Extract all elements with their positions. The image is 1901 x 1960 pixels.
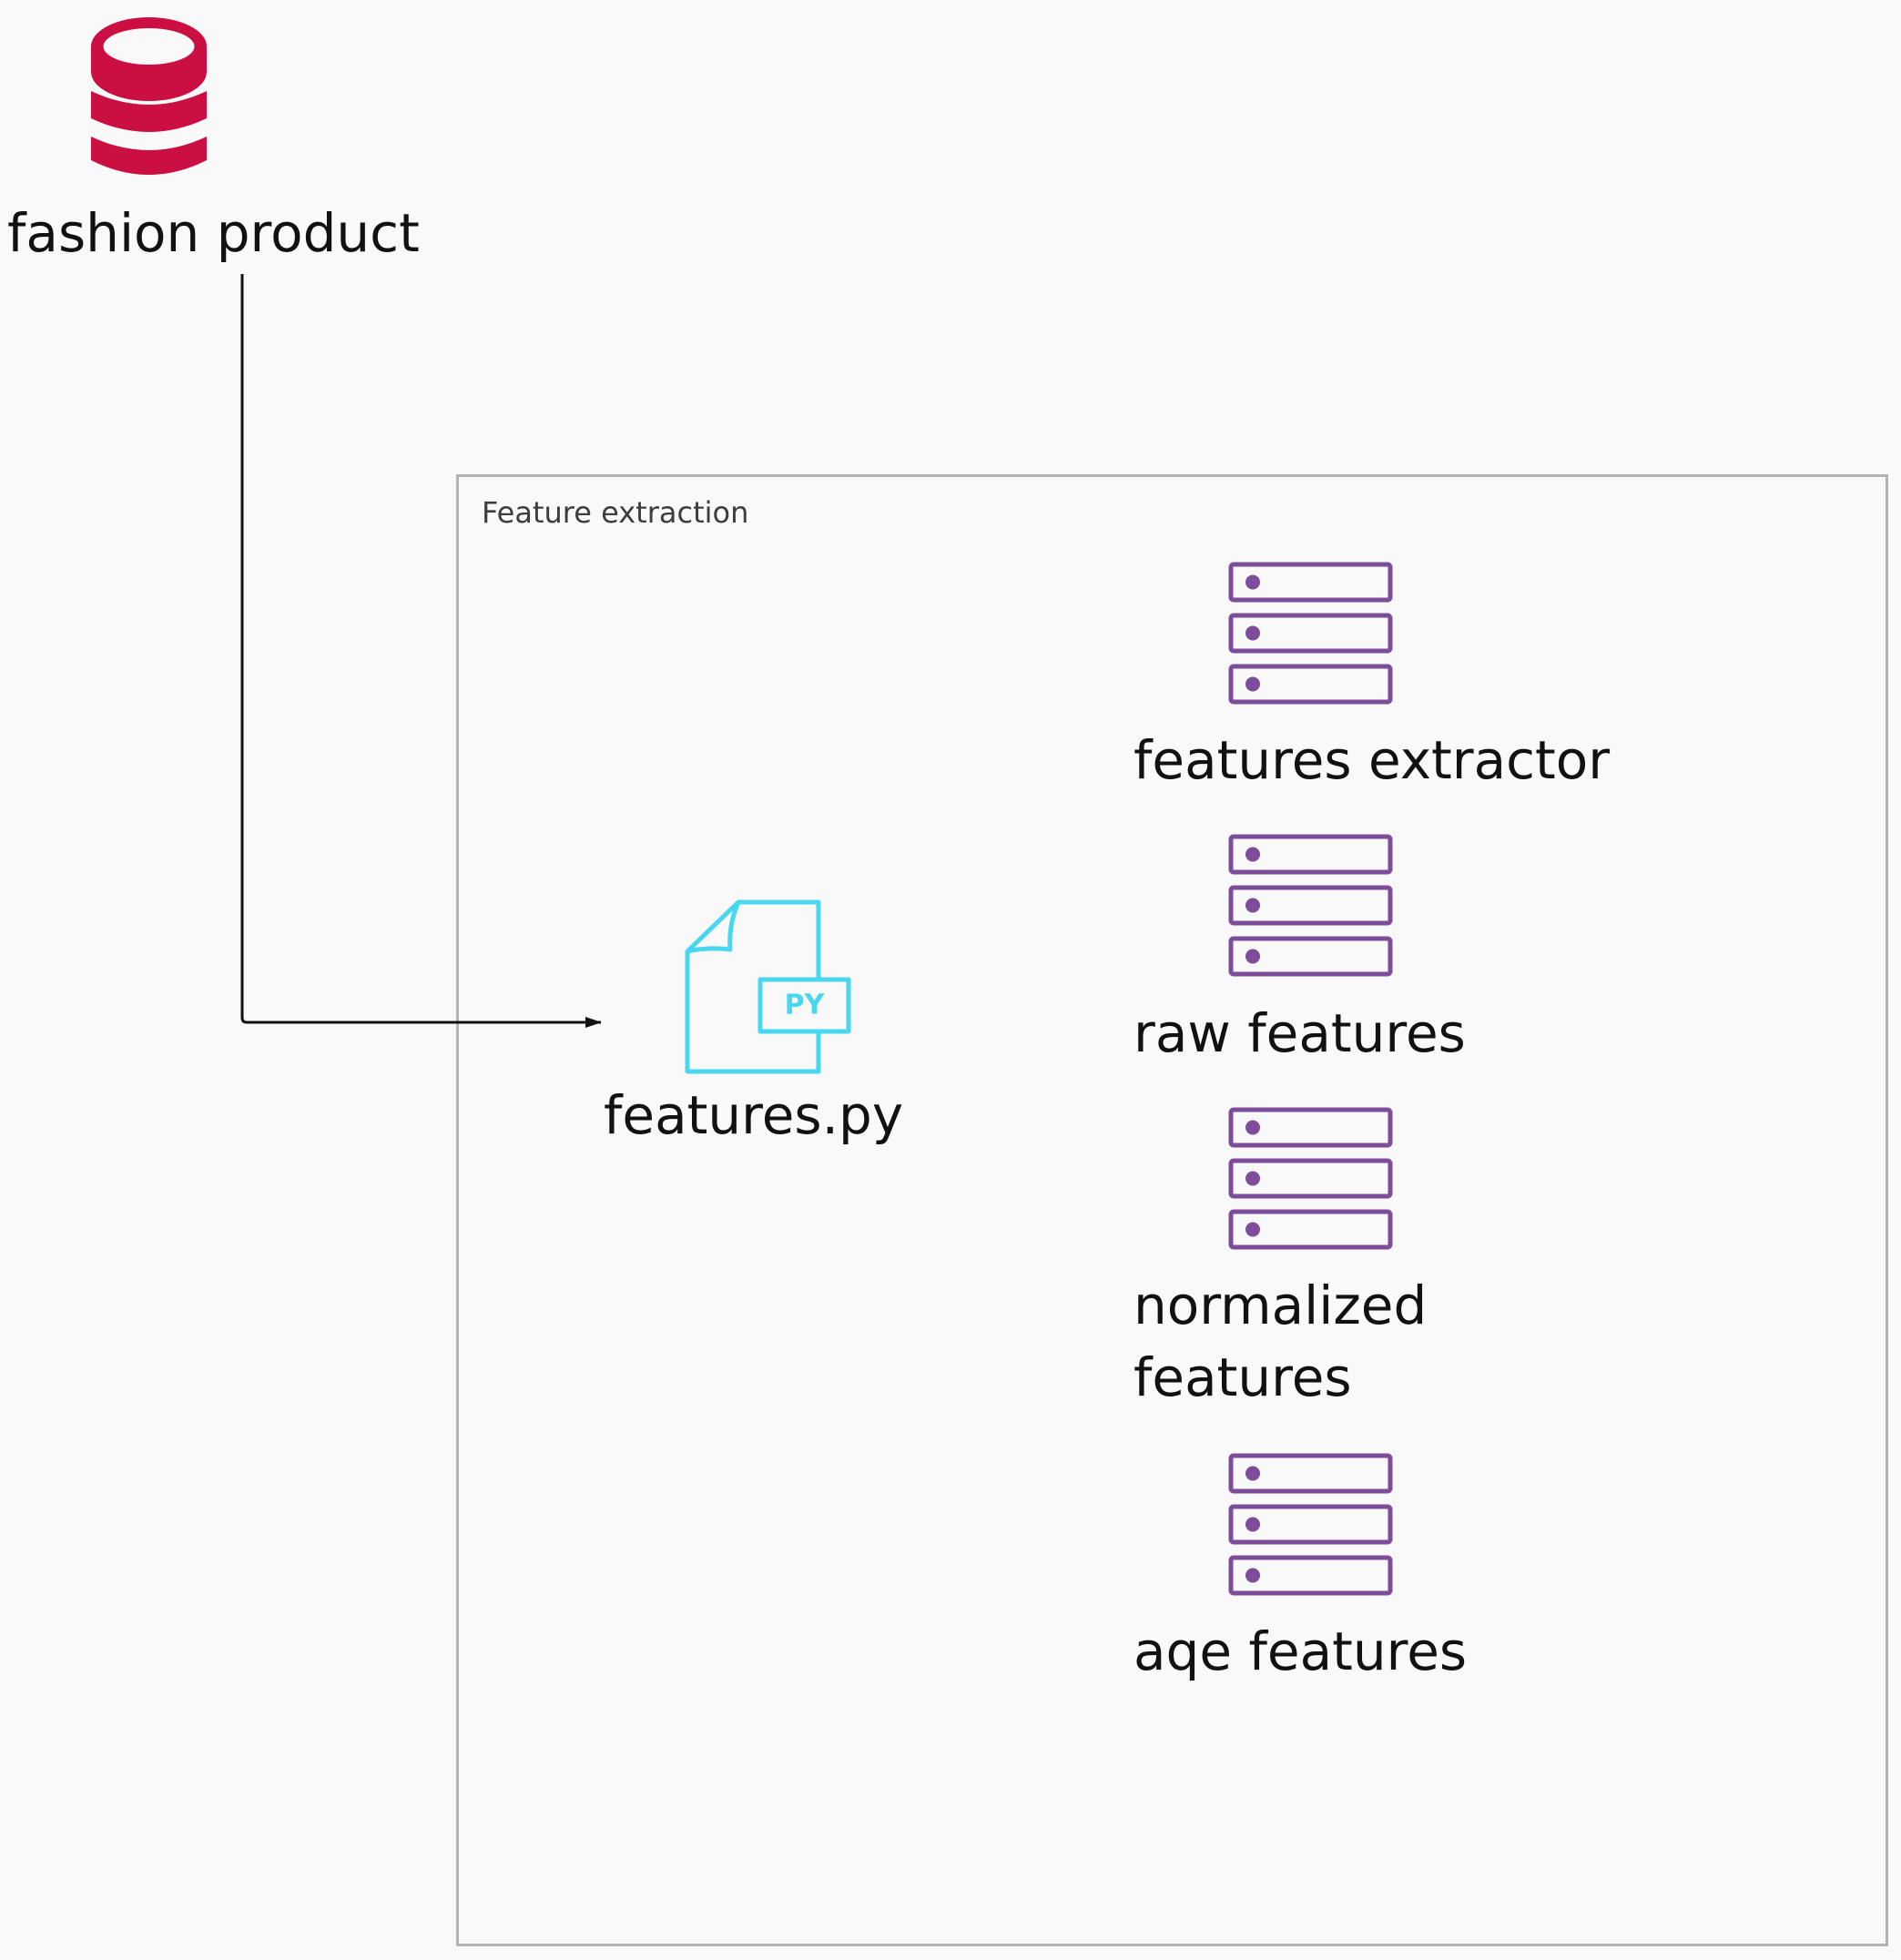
feature-extraction-group	[456, 474, 1888, 1946]
server-storage-icon[interactable]	[1228, 1107, 1393, 1250]
py-badge: PY	[785, 990, 826, 1021]
source-label: fashion product	[7, 202, 420, 264]
server-storage-icon[interactable]	[1228, 834, 1393, 977]
script-label: features.py	[604, 1084, 904, 1146]
store-label-features-extractor: features extractor	[1133, 729, 1611, 791]
database-icon[interactable]	[91, 16, 207, 189]
edge-source-to-script[interactable]	[240, 274, 602, 1028]
group-title: Feature extraction	[482, 495, 749, 530]
server-storage-icon[interactable]	[1228, 1453, 1393, 1596]
server-storage-icon[interactable]	[1228, 562, 1393, 705]
store-label-normalized-features: normalized features	[1133, 1275, 1428, 1408]
python-file-icon[interactable]: PY	[685, 899, 854, 1074]
store-label-raw-features: raw features	[1133, 1002, 1466, 1064]
store-label-aqe-features: aqe features	[1133, 1620, 1468, 1682]
